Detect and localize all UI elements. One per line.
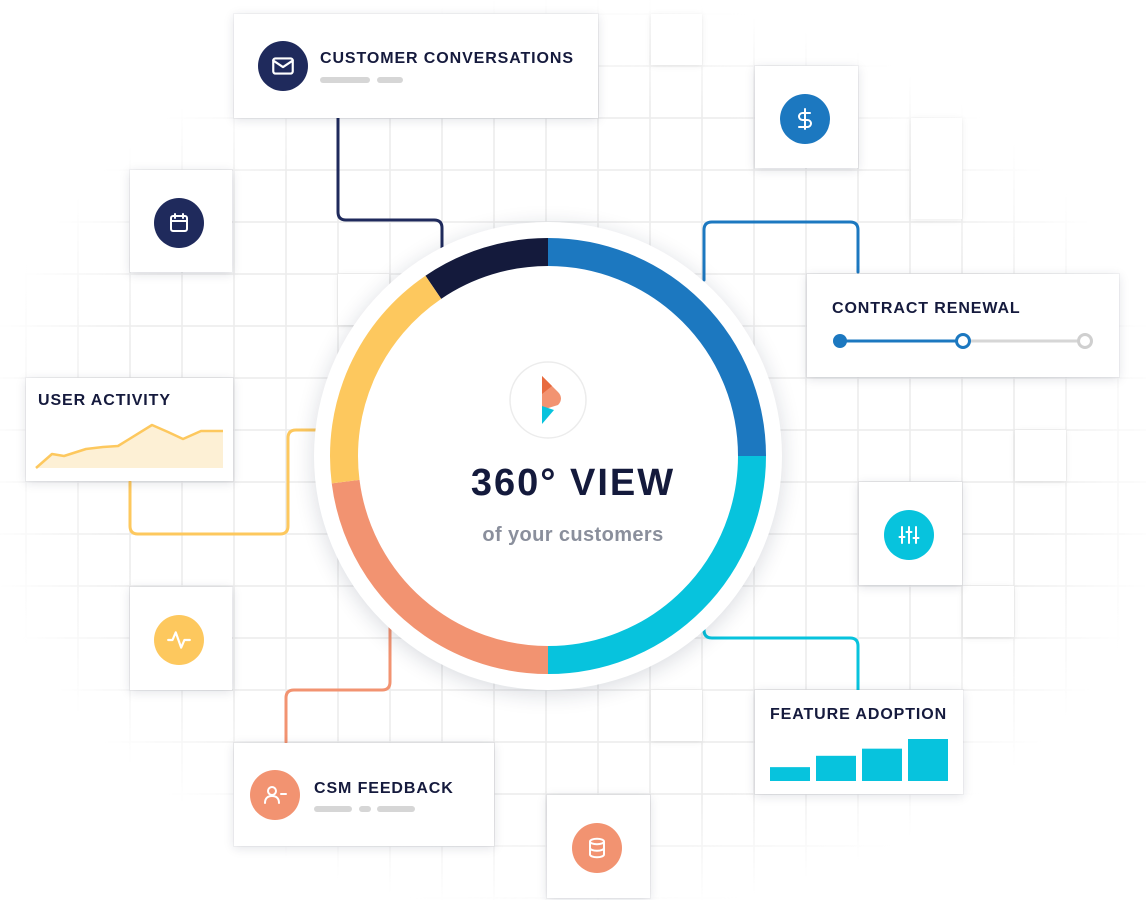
placeholder-bar [314, 806, 352, 812]
adoption-bar [770, 767, 810, 781]
csm-feedback-card[interactable]: CSM FEEDBACK [234, 743, 494, 846]
ring-segment-adoption-cyan [547, 455, 766, 674]
feature-adoption-card[interactable]: FEATURE ADOPTION [755, 690, 963, 794]
placeholder-bar [377, 77, 403, 83]
tile [963, 586, 1014, 637]
calendar-icon [154, 198, 204, 248]
tile [651, 690, 702, 741]
customer-conversations-card[interactable]: CUSTOMER CONVERSATIONS [234, 14, 598, 118]
connector-user-activity [128, 428, 322, 536]
ring-segment-activity-yellow [330, 275, 442, 484]
placeholder-bar [359, 806, 371, 812]
progress-step-current [955, 333, 971, 349]
hero-subtitle: of your customers [482, 524, 664, 546]
card-title: CUSTOMER CONVERSATIONS [320, 50, 574, 67]
card-title: CSM FEEDBACK [314, 780, 454, 797]
sliders-icon [884, 510, 934, 560]
card-title: CONTRACT RENEWAL [832, 300, 1021, 317]
database-tile[interactable] [547, 795, 650, 898]
adoption-bar [816, 755, 856, 781]
ring-segment-billing-blue [547, 238, 766, 457]
progress-step-pending [1077, 333, 1093, 349]
progress-step-complete [833, 334, 847, 348]
calendar-tile[interactable] [130, 170, 232, 272]
database-icon [572, 823, 622, 873]
dollar-tile[interactable] [755, 66, 858, 168]
tile [651, 14, 702, 65]
placeholder-bar [377, 806, 415, 812]
connector-feature-adoption [702, 626, 860, 692]
tile [911, 118, 962, 219]
card-title: USER ACTIVITY [38, 392, 171, 409]
activity-icon [154, 615, 204, 665]
adoption-bar [862, 748, 902, 781]
ring-segment-feedback-orange [331, 479, 549, 674]
connector-conversations [336, 116, 444, 252]
user-activity-card[interactable]: USER ACTIVITY [26, 378, 233, 481]
placeholder-bar [320, 77, 370, 83]
hero-circle [314, 222, 782, 690]
ring-segment-engagement-navy [425, 238, 549, 299]
activity-sparkline [35, 423, 223, 469]
hero-title: 360° VIEW [470, 462, 676, 504]
adoption-bar [908, 739, 948, 781]
renewal-progress [833, 333, 1093, 349]
dollar-icon [780, 94, 830, 144]
connector-renewal [702, 220, 860, 282]
contract-renewal-card[interactable]: CONTRACT RENEWAL [807, 274, 1119, 377]
card-title: FEATURE ADOPTION [770, 706, 948, 723]
connector-csm-feedback [284, 626, 392, 744]
sliders-tile[interactable] [859, 482, 962, 585]
brand-logo-icon [509, 361, 587, 439]
mail-icon [258, 41, 308, 91]
tile [1015, 430, 1066, 481]
user-minus-icon [250, 770, 300, 820]
activity-tile[interactable] [130, 587, 232, 690]
adoption-bar-chart [770, 739, 948, 781]
